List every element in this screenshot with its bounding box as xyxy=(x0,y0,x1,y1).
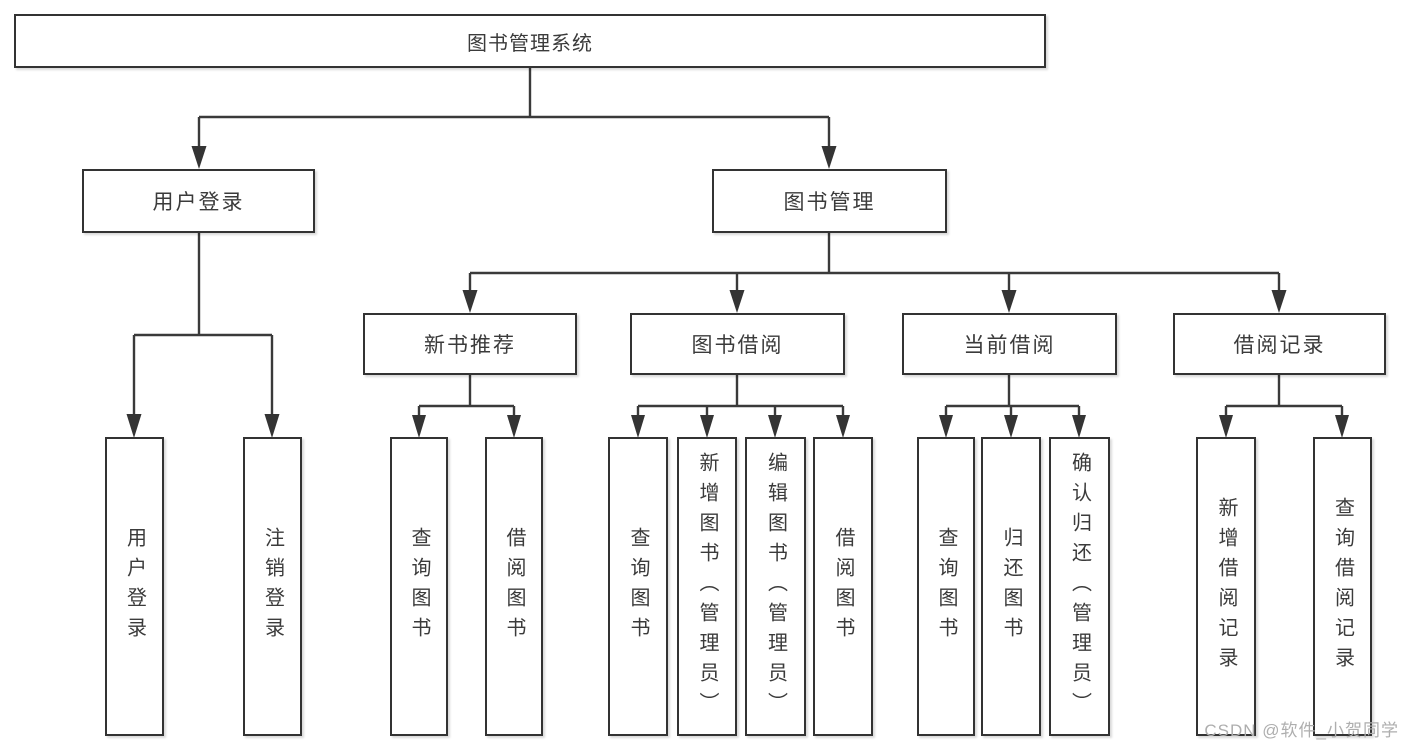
node-label: 确认归还（管理员） xyxy=(1068,451,1091,722)
node-label: 查询借阅记录 xyxy=(1331,496,1354,677)
node-borrow-records: 借阅记录 xyxy=(1173,313,1386,375)
node-label: 查询图书 xyxy=(627,526,649,647)
node-book-borrow: 图书借阅 xyxy=(630,313,845,375)
node-label: 图书借阅 xyxy=(691,334,784,357)
leaf-cb-confirm-return-admin: 确认归还（管理员） xyxy=(1049,437,1110,736)
node-label: 图书管理 xyxy=(783,191,876,214)
node-label: 用户登录 xyxy=(123,526,146,647)
node-label: 归还图书 xyxy=(1000,526,1022,647)
watermark: CSDN @软件_小贺同学 xyxy=(1204,721,1399,740)
leaf-br-query-record: 查询借阅记录 xyxy=(1313,437,1372,736)
leaf-user-login: 用户登录 xyxy=(105,437,164,736)
leaf-bb-query-books: 查询图书 xyxy=(608,437,668,736)
node-user-login-branch: 用户登录 xyxy=(82,169,315,233)
node-current-borrow: 当前借阅 xyxy=(902,313,1117,375)
leaf-bb-edit-books-admin: 编辑图书（管理员） xyxy=(745,437,806,736)
node-label: 借阅图书 xyxy=(832,526,854,647)
node-library-system: 图书管理系统 xyxy=(14,14,1046,68)
leaf-bb-borrow-books: 借阅图书 xyxy=(813,437,873,736)
node-label: 当前借阅 xyxy=(963,334,1056,357)
node-label: 新书推荐 xyxy=(424,334,516,357)
leaf-br-add-record: 新增借阅记录 xyxy=(1196,437,1256,736)
leaf-nb-borrow-books: 借阅图书 xyxy=(485,437,543,736)
node-label: 用户登录 xyxy=(152,191,245,214)
node-new-book-recommend: 新书推荐 xyxy=(363,313,577,375)
node-label: 注销登录 xyxy=(261,526,284,647)
leaf-bb-add-books-admin: 新增图书（管理员） xyxy=(677,437,737,736)
leaf-cb-return-books: 归还图书 xyxy=(981,437,1041,736)
node-label: 编辑图书（管理员） xyxy=(764,451,787,722)
node-label: 查询图书 xyxy=(408,526,430,647)
leaf-cb-query-books: 查询图书 xyxy=(917,437,975,736)
node-label: 借阅图书 xyxy=(503,526,525,647)
node-label: 新增借阅记录 xyxy=(1215,496,1237,677)
node-label: 借阅记录 xyxy=(1233,334,1326,357)
leaf-logout: 注销登录 xyxy=(243,437,302,736)
node-label: 新增图书（管理员） xyxy=(696,451,718,722)
node-book-management: 图书管理 xyxy=(712,169,947,233)
leaf-nb-query-books: 查询图书 xyxy=(390,437,448,736)
node-label: 图书管理系统 xyxy=(467,32,593,55)
node-label: 查询图书 xyxy=(935,526,957,647)
